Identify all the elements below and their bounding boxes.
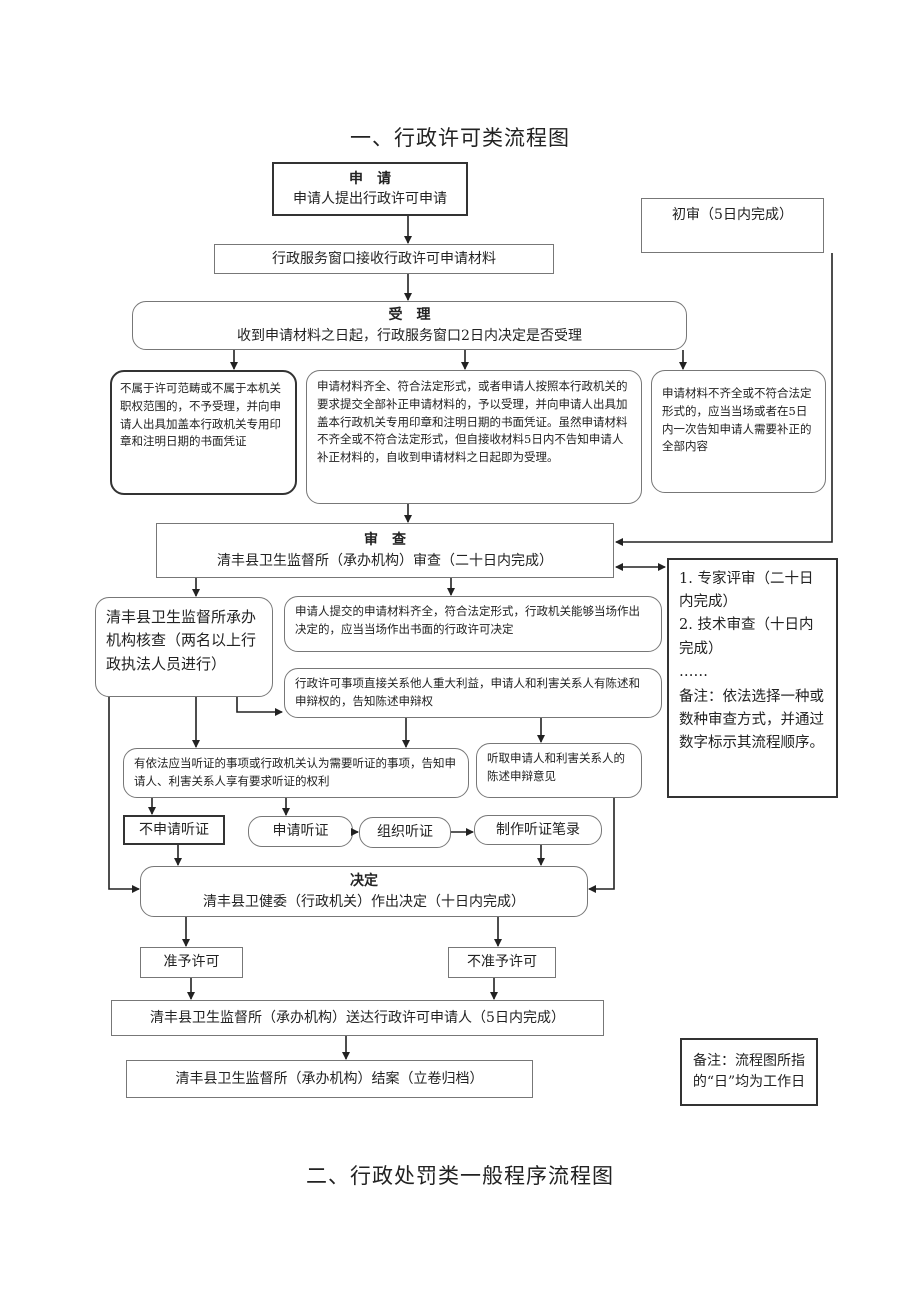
receive-text: 行政服务窗口接收行政许可申请材料: [272, 250, 496, 267]
no-hearing-text: 不申请听证: [139, 821, 209, 838]
interest-box: 行政许可事项直接关系他人重大利益，申请人和利害关系人有陈述和申辩权的，告知陈述申…: [284, 668, 662, 718]
incomplete-box: 申请材料不齐全或不符合法定形式的，应当当场或者在5日内一次告知申请人需要补正的全…: [651, 370, 826, 493]
onsite-text: 申请人提交的申请材料齐全，符合法定形式，行政机关能够当场作出决定的，应当当场作出…: [295, 604, 640, 636]
deliver-box: 清丰县卫生监督所（承办机构）送达行政许可申请人（5日内完成）: [111, 1000, 604, 1036]
organize-hearing-text: 组织听证: [377, 824, 433, 841]
verify-box: 清丰县卫生监督所承办机构核查（两名以上行政执法人员进行）: [95, 597, 273, 697]
hearing-notice-box: 有依法应当听证的事项或行政机关认为需要听证的事项，告知申请人、利害关系人享有要求…: [123, 748, 469, 798]
flowchart-title-2: 二、行政处罚类一般程序流程图: [306, 1164, 614, 1188]
review-method-1: 1. 专家评审（二十日内完成）: [679, 571, 814, 611]
accept-text: 收到申请材料之日起，行政服务窗口2日内决定是否受理: [237, 327, 582, 344]
incomplete-text: 申请材料不齐全或不符合法定形式的，应当当场或者在5日内一次告知申请人需要补正的全…: [662, 386, 812, 454]
review-text: 清丰县卫生监督所（承办机构）审查（二十日内完成）: [217, 552, 553, 569]
accepted-box: 申请材料齐全、符合法定形式，或者申请人按照本行政机关的要求提交全部补正申请材料的…: [306, 370, 642, 504]
deliver-text: 清丰县卫生监督所（承办机构）送达行政许可申请人（5日内完成）: [150, 1009, 565, 1026]
line-verify-decision: [108, 697, 140, 893]
line-listen-decision: [588, 798, 615, 893]
not-accept-box: 不属于许可范畴或不属于本机关职权范围的，不予受理，并向申请人出具加盖本行政机关专…: [110, 370, 297, 495]
hearing-record-box: 制作听证笔录: [474, 815, 602, 845]
review-heading: 审 查: [364, 532, 406, 549]
arrow-verify-interest: [236, 697, 283, 716]
line-first-review-review: [615, 253, 833, 546]
first-review-text: 初审（5日内完成）: [672, 207, 793, 223]
listen-box: 听取申请人和利害关系人的陈述申辩意见: [476, 743, 642, 798]
verify-text: 清丰县卫生监督所承办机构核查（两名以上行政执法人员进行）: [106, 608, 257, 673]
first-review-box: 初审（5日内完成）: [641, 198, 824, 253]
deny-text: 不准予许可: [467, 954, 537, 971]
deny-box: 不准予许可: [448, 947, 556, 978]
decision-heading: 决定: [350, 873, 378, 890]
apply-text: 申请人提出行政许可申请: [293, 191, 447, 207]
archive-text: 清丰县卫生监督所（承办机构）结案（立卷归档）: [175, 1070, 484, 1087]
review-methods-note: 备注：依法选择一种或数种审查方式，并通过数字标示其流程顺序。: [679, 688, 824, 752]
apply-heading: 申 请: [349, 170, 391, 187]
no-hearing-box: 不申请听证: [123, 815, 225, 845]
onsite-box: 申请人提交的申请材料齐全，符合法定形式，行政机关能够当场作出决定的，应当当场作出…: [284, 596, 662, 652]
accept-box: 受 理 收到申请材料之日起，行政服务窗口2日内决定是否受理: [132, 301, 687, 350]
hearing-notice-text: 有依法应当听证的事项或行政机关认为需要听证的事项，告知申请人、利害关系人享有要求…: [134, 756, 456, 788]
hearing-record-text: 制作听证笔录: [496, 821, 580, 838]
review-method-ellipsis: ……: [679, 663, 708, 680]
decision-text: 清丰县卫健委（行政机关）作出决定（十日内完成）: [203, 893, 525, 910]
apply-box: 申 请 申请人提出行政许可申请: [272, 162, 468, 216]
flowchart-title-1: 一、行政许可类流程图: [350, 126, 570, 150]
review-methods-box: 1. 专家评审（二十日内完成） 2. 技术审查（十日内完成） …… 备注：依法选…: [667, 558, 838, 798]
accept-heading: 受 理: [388, 307, 431, 324]
review-method-2: 2. 技术审查（十日内完成）: [679, 617, 814, 657]
receive-box: 行政服务窗口接收行政许可申请材料: [214, 244, 554, 274]
apply-hearing-box: 申请听证: [248, 816, 353, 847]
decision-box: 决定 清丰县卫健委（行政机关）作出决定（十日内完成）: [140, 866, 588, 917]
not-accept-text: 不属于许可范畴或不属于本机关职权范围的，不予受理，并向申请人出具加盖本行政机关专…: [120, 381, 281, 449]
grant-text: 准予许可: [163, 954, 220, 971]
apply-hearing-text: 申请听证: [272, 823, 329, 840]
footnote-box: 备注：流程图所指的“日”均为工作日: [680, 1038, 818, 1106]
organize-hearing-box: 组织听证: [359, 817, 451, 848]
archive-box: 清丰县卫生监督所（承办机构）结案（立卷归档）: [126, 1060, 533, 1098]
listen-text: 听取申请人和利害关系人的陈述申辩意见: [487, 751, 625, 783]
interest-text: 行政许可事项直接关系他人重大利益，申请人和利害关系人有陈述和申辩权的，告知陈述申…: [295, 676, 640, 708]
footnote-text: 备注：流程图所指的“日”均为工作日: [692, 1053, 806, 1090]
accepted-text: 申请材料齐全、符合法定形式，或者申请人按照本行政机关的要求提交全部补正申请材料的…: [317, 379, 628, 465]
review-box: 审 查 清丰县卫生监督所（承办机构）审查（二十日内完成）: [156, 523, 614, 578]
grant-box: 准予许可: [140, 947, 243, 978]
